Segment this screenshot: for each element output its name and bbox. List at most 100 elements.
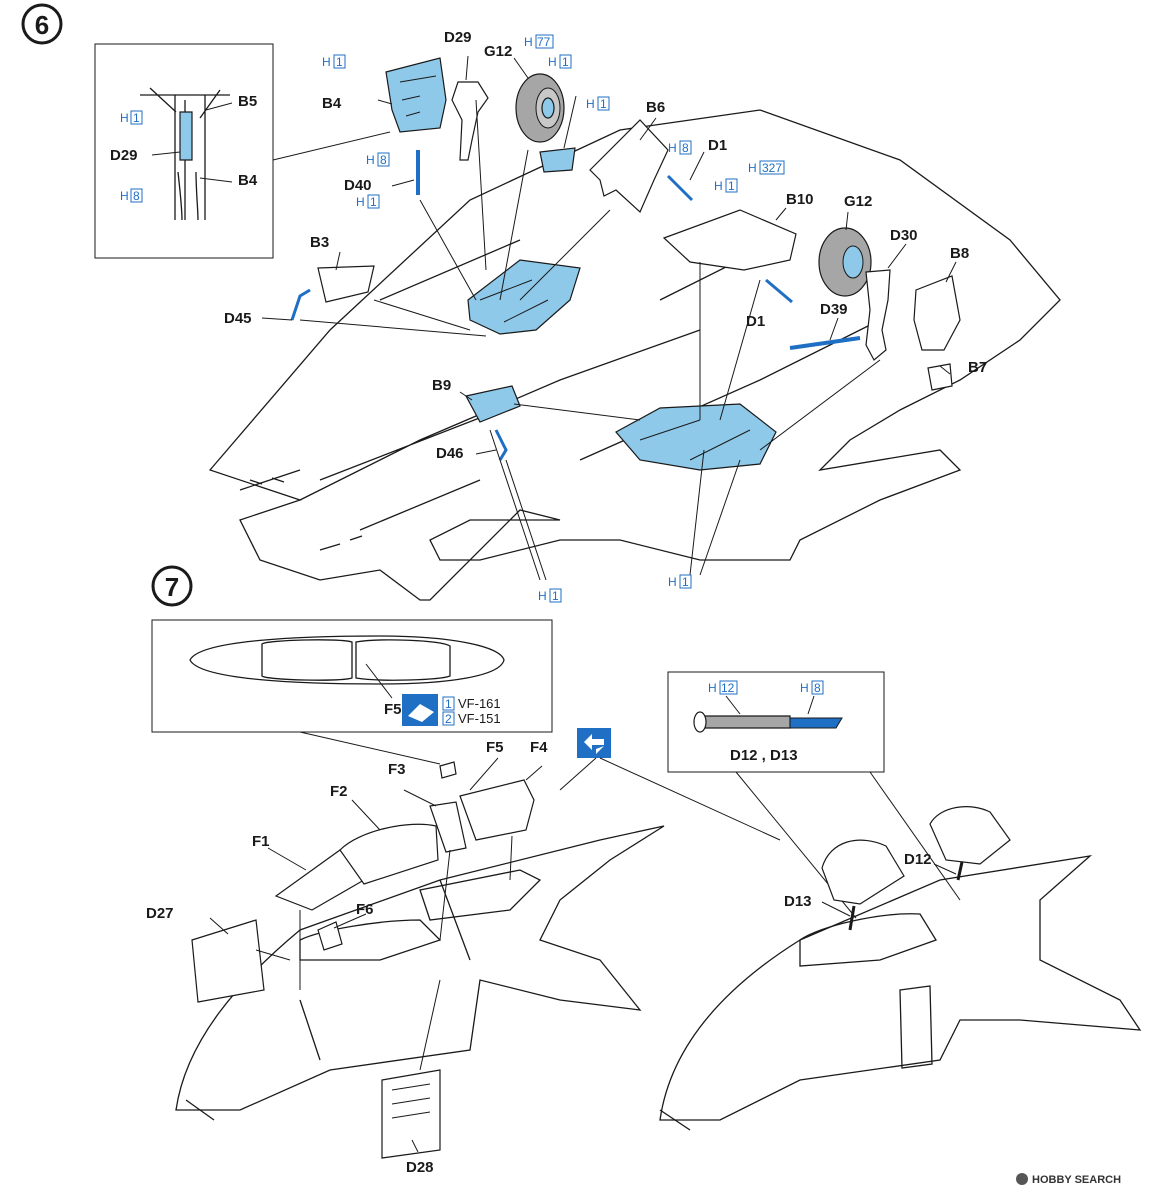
- svg-text:H: H: [668, 141, 677, 155]
- aircraft-nose-left: [175, 825, 665, 1121]
- svg-text:HOBBY SEARCH: HOBBY SEARCH: [1032, 1174, 1121, 1186]
- part-d45: [290, 288, 311, 321]
- part-f5: [439, 761, 457, 779]
- d46-label: D46: [436, 445, 464, 462]
- svg-text:H: H: [668, 575, 677, 589]
- inset-d12-d13: D12 , D13 H 12 H 8: [667, 671, 885, 773]
- f2-label: F2: [330, 783, 348, 800]
- inset-canopy-decal: F5 1 VF-161 2 VF-151: [151, 619, 553, 733]
- svg-text:H: H: [366, 153, 375, 167]
- b10-label: B10: [786, 191, 814, 208]
- b4-label: B4: [322, 95, 342, 112]
- svg-text:H: H: [322, 55, 331, 69]
- inset-b4-label: B4: [238, 172, 258, 189]
- canopy-open-front: [821, 839, 905, 905]
- svg-text:H: H: [356, 195, 365, 209]
- part-f2: [339, 823, 439, 885]
- f4-label: F4: [530, 739, 548, 756]
- part-b9: [465, 385, 521, 423]
- part-b6: [589, 119, 669, 214]
- decal-option-1: 1 VF-161: [442, 696, 501, 711]
- part-d29: [451, 81, 489, 161]
- d12-label: D12: [904, 851, 932, 868]
- svg-text:H: H: [120, 111, 129, 125]
- svg-text:H: H: [538, 589, 547, 603]
- part-d1-top: [666, 174, 694, 202]
- decal-sheet-icon: [402, 694, 438, 726]
- step-7: 7 F5 1 VF-161 2 VF-151: [146, 565, 1142, 1176]
- svg-text:VF-151: VF-151: [458, 711, 501, 726]
- svg-text:8: 8: [814, 681, 821, 695]
- inset-b5-label: B5: [238, 93, 257, 110]
- part-f4: [459, 779, 535, 841]
- decal-option-2: 2 VF-151: [442, 711, 501, 726]
- svg-text:77: 77: [537, 35, 551, 49]
- paint-refs-step-6: H 1 H 77 H 1 H 1 H 8 H 1 H 8 H 1 H 327 H…: [322, 34, 785, 603]
- symmetry-arrows-icon: [577, 728, 611, 758]
- d40-label: D40: [344, 177, 372, 194]
- svg-text:1: 1: [682, 575, 689, 589]
- f6-label: F6: [356, 901, 374, 918]
- svg-text:8: 8: [682, 141, 689, 155]
- part-b10: [662, 209, 797, 271]
- svg-text:2: 2: [445, 712, 452, 726]
- aircraft-nose-right: [659, 855, 1142, 1131]
- svg-text:6: 6: [35, 10, 49, 40]
- svg-text:H: H: [708, 681, 717, 695]
- inset-d29-label: D29: [110, 147, 138, 164]
- part-d27: [191, 919, 265, 1003]
- wheel-well-front: [467, 259, 581, 335]
- d12-d13-label: D12 , D13: [730, 747, 798, 764]
- svg-text:8: 8: [133, 189, 140, 203]
- d1-mid-label: D1: [746, 313, 765, 330]
- g12-top-label: G12: [484, 43, 512, 60]
- d30-label: D30: [890, 227, 918, 244]
- leader-lines-step-7: [209, 757, 543, 1153]
- b7-label: B7: [968, 359, 987, 376]
- part-d28: [381, 1069, 441, 1159]
- svg-text:H: H: [714, 179, 723, 193]
- svg-text:H: H: [548, 55, 557, 69]
- part-f6: [317, 921, 343, 951]
- part-b5: [539, 147, 576, 173]
- wheel-well-main: [615, 403, 777, 471]
- svg-text:1: 1: [600, 97, 607, 111]
- svg-text:7: 7: [165, 572, 179, 602]
- b8-label: B8: [950, 245, 969, 262]
- b6-label: B6: [646, 99, 665, 116]
- svg-text:8: 8: [380, 153, 387, 167]
- svg-text:1: 1: [370, 195, 377, 209]
- b3-label: B3: [310, 234, 329, 251]
- part-f3: [429, 801, 467, 853]
- f5-inset-label: F5: [384, 701, 402, 718]
- svg-text:1: 1: [728, 179, 735, 193]
- g12-right-label: G12: [844, 193, 872, 210]
- svg-text:H: H: [800, 681, 809, 695]
- b9-label: B9: [432, 377, 451, 394]
- canopy-open-rear: [929, 806, 1011, 865]
- d45-label: D45: [224, 310, 252, 327]
- d39-label: D39: [820, 301, 848, 318]
- svg-text:12: 12: [721, 681, 735, 695]
- part-d13-installed: [848, 905, 856, 931]
- part-b7: [927, 363, 953, 391]
- svg-text:H: H: [120, 189, 129, 203]
- d28-label: D28: [406, 1159, 434, 1176]
- svg-text:H: H: [524, 35, 533, 49]
- f1-label: F1: [252, 833, 270, 850]
- f3-label: F3: [388, 761, 406, 778]
- part-b4: [385, 57, 447, 133]
- step-7-number-icon: 7: [151, 565, 193, 607]
- svg-text:H: H: [748, 161, 757, 175]
- part-d39: [789, 336, 861, 350]
- hobby-search-logo: HOBBY SEARCH: [1016, 1173, 1121, 1186]
- svg-text:1: 1: [133, 111, 140, 125]
- svg-text:H: H: [586, 97, 595, 111]
- d1-top-label: D1: [708, 137, 727, 154]
- svg-text:1: 1: [336, 55, 343, 69]
- d13-label: D13: [784, 893, 812, 910]
- step-6: 6 B5 D29 B4 H 1 H 8: [21, 3, 1061, 603]
- part-d1-mid: [765, 278, 793, 304]
- inset-landing-gear-detail: B5 D29 B4 H 1 H 8: [94, 43, 274, 259]
